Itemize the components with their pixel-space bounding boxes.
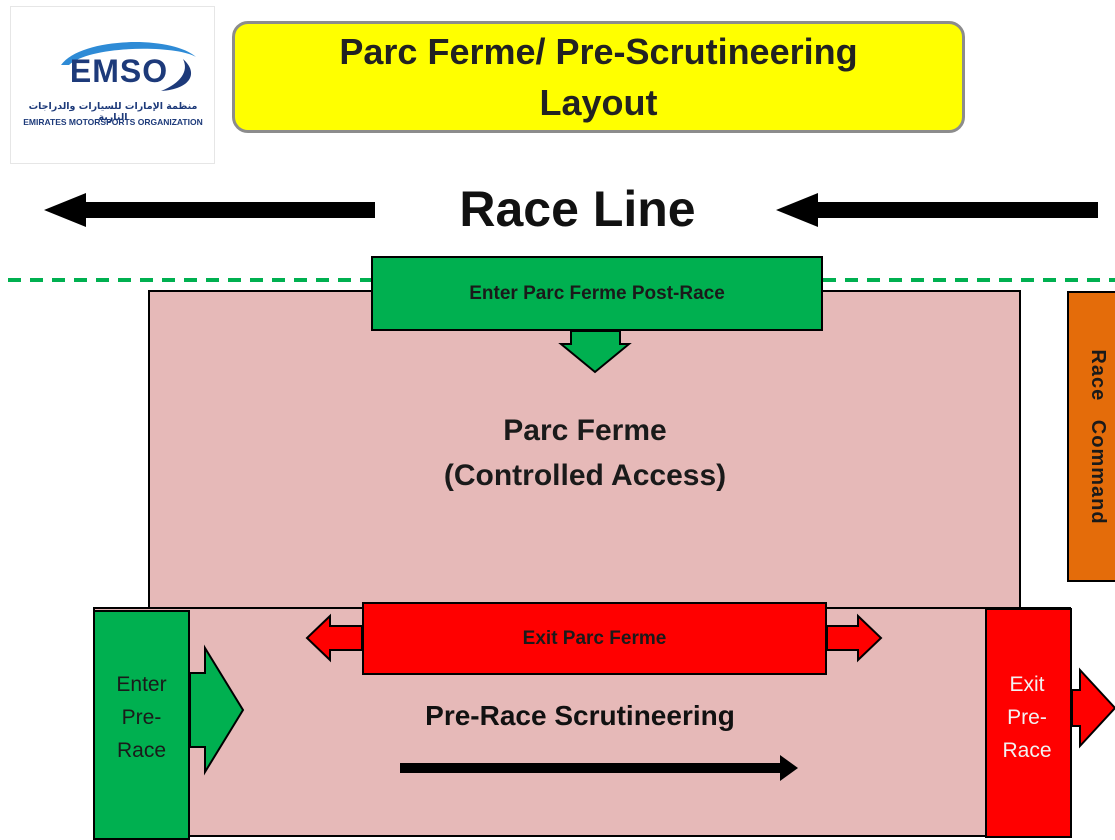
race-command-label: Race Command — [1087, 349, 1110, 525]
enter-pre-race-label: Enter Pre- Race — [116, 673, 167, 763]
enter-pre-race-box — [93, 610, 190, 840]
enter-post-race-label: Enter Parc Ferme Post-Race — [469, 282, 725, 304]
title-banner: Parc Ferme/ Pre-Scrutineering Layout — [232, 21, 965, 133]
parc-ferme-label: Parc Ferme (Controlled Access) — [443, 414, 727, 492]
parc-ferme-zone — [148, 290, 1021, 615]
exit-pre-race-label: Exit Pre- Race — [1002, 673, 1052, 763]
exit-pre-race-box — [985, 608, 1072, 838]
enter-post-race-box: Enter Parc Ferme Post-Race — [371, 256, 823, 331]
exit-pre-race-arrow-icon — [1071, 667, 1115, 749]
exit-parc-ferme-box: Exit Parc Ferme — [362, 602, 827, 675]
race-command-box — [1067, 291, 1115, 582]
logo-english-name: EMIRATES MOTORSPORTS ORGANIZATION — [23, 117, 203, 127]
race-line-right-arrow-icon — [776, 193, 1098, 227]
race-line-label: Race Line — [459, 181, 696, 237]
pre-race-scrutineering-label: Pre-Race Scrutineering — [425, 700, 735, 731]
race-line-left-arrow-icon — [44, 193, 375, 227]
emso-logo: EMSO منظمة الإمارات للسيارات والدراجات ا… — [10, 6, 215, 164]
exit-parc-ferme-label: Exit Parc Ferme — [522, 627, 667, 649]
logo-wordmark: EMSO — [69, 53, 169, 89]
logo-arabic-name: منظمة الإمارات للسيارات والدراجات الناري… — [28, 101, 198, 123]
logo-swoosh-icon — [61, 42, 196, 91]
page-title: Parc Ferme/ Pre-Scrutineering Layout — [339, 30, 858, 123]
